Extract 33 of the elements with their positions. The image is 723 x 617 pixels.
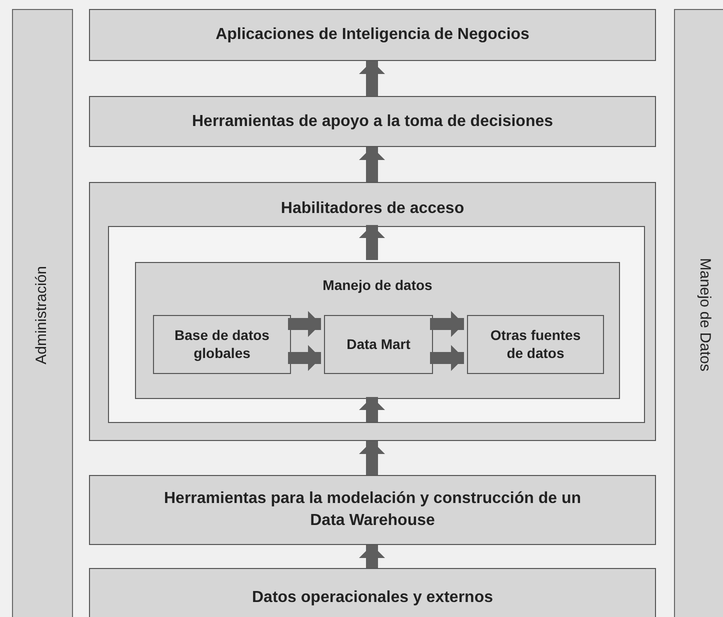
process-box xyxy=(89,475,656,545)
block-arrow xyxy=(430,345,464,371)
process-box xyxy=(467,315,604,374)
block-arrow xyxy=(359,545,385,568)
box-label: Otras fuentes de datos xyxy=(489,327,582,362)
box-label: Herramientas de apoyo a la toma de decisiones xyxy=(192,112,554,132)
block-arrow xyxy=(430,311,464,337)
box-label: Administración xyxy=(32,266,52,364)
block-arrow xyxy=(359,397,385,422)
box-heading: Manejo de datos xyxy=(322,276,432,295)
block-arrow xyxy=(288,345,321,371)
box-heading: Habilitadores de acceso xyxy=(280,199,464,219)
container-box xyxy=(89,182,656,441)
block-arrow xyxy=(359,147,385,182)
container-box xyxy=(108,226,645,423)
block-arrow xyxy=(359,225,385,260)
side-band xyxy=(674,9,723,617)
block-arrow xyxy=(359,441,385,475)
box-label: Data Mart xyxy=(346,335,410,354)
box-label: Aplicaciones de Inteligencia de Negocios xyxy=(216,25,530,45)
process-box xyxy=(89,96,656,147)
box-label: Datos operacionales y externos xyxy=(252,588,493,608)
side-band xyxy=(12,9,73,617)
block-arrow xyxy=(288,311,321,337)
box-label: Manejo de Datos xyxy=(696,258,714,372)
process-box xyxy=(89,9,656,61)
process-box xyxy=(89,568,656,617)
block-arrow xyxy=(359,61,385,96)
box-label: Base de datos globales xyxy=(174,327,270,362)
box-label: Herramientas para la modelación y construcción de un Data Warehouse xyxy=(162,489,582,531)
process-box xyxy=(153,315,291,374)
process-box xyxy=(324,315,433,374)
container-box xyxy=(135,262,620,399)
